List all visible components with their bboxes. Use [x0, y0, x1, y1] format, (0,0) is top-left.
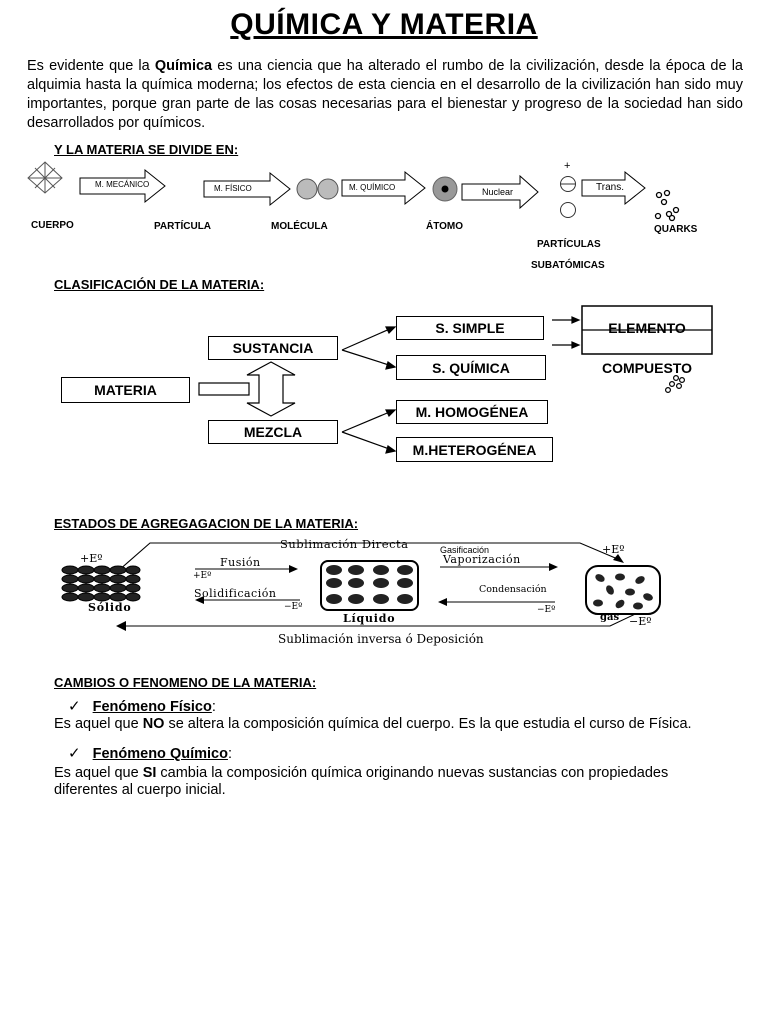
- fisico-title: Fenómeno Físico: [92, 699, 212, 715]
- label-trans: Trans.: [596, 182, 624, 193]
- label-subatomicas: SUBATÓMICAS: [531, 260, 605, 271]
- quimico-bold: SI: [142, 765, 157, 781]
- label-nuclear: Nuclear: [482, 187, 514, 197]
- states-diagram: [61, 542, 661, 631]
- sustancia-box: SUSTANCIA: [208, 336, 338, 360]
- division-heading: Y LA MATERIA SE DIVIDE EN:: [54, 142, 239, 157]
- quimico-item: ✓ Fenómeno Químico:: [68, 745, 232, 763]
- double-arrow-icon: [246, 361, 296, 417]
- label-gas: gas: [600, 612, 620, 623]
- m-heterogenea-box: M.HETEROGÉNEA: [396, 437, 553, 462]
- intro-text-start: Es evidente que la: [27, 58, 155, 74]
- classification-connectors: [198, 305, 713, 454]
- label-mecanico: M. MECÁNICO: [95, 180, 150, 189]
- label-fusion: Fusión: [220, 556, 261, 569]
- states-heading: ESTADOS DE AGREGAGACION DE LA MATERIA:: [54, 516, 359, 531]
- label-molecula: MOLÉCULA: [271, 221, 328, 232]
- label-quimico: M. QUÍMICO: [349, 183, 396, 192]
- arrow-nuclear: [461, 174, 539, 210]
- label-liquido: Líquido: [343, 612, 396, 625]
- checkmark-icon: ✓: [68, 698, 81, 715]
- compuesto-dots-icon: [664, 375, 685, 394]
- label-atomo: ÁTOMO: [426, 221, 464, 232]
- intro-paragraph: Es evidente que la Química es una cienci…: [27, 57, 743, 133]
- label-fisico: M. FÍSICO: [214, 184, 252, 193]
- plus-sign: +: [564, 160, 571, 172]
- condensacion-minus-energy: −Eº: [537, 605, 556, 615]
- molecule-atom-2: [317, 178, 339, 200]
- neutron-icon: [560, 202, 576, 218]
- arrow-mecanico: [79, 168, 166, 204]
- classification-heading: CLASIFICACIÓN DE LA MATERIA:: [54, 277, 265, 292]
- fisico-item: ✓ Fenómeno Físico:: [68, 698, 216, 716]
- quimico-title: Fenómeno Químico: [92, 746, 228, 762]
- label-sublimacion-directa: Sublimación Directa: [280, 537, 409, 551]
- crystal-icon: [27, 161, 63, 194]
- mezcla-box: MEZCLA: [208, 420, 338, 444]
- compuesto-label: COMPUESTO: [602, 360, 692, 376]
- label-particulas: PARTÍCULAS: [537, 239, 601, 250]
- solid-plus-energy: +Eº: [80, 552, 103, 565]
- label-condensacion: Condensación: [479, 584, 547, 595]
- quimico-pre: Es aquel que: [54, 765, 143, 781]
- liquid-container-icon: [320, 560, 419, 611]
- gas-container-icon: [585, 565, 661, 615]
- s-simple-box: S. SIMPLE: [396, 316, 544, 340]
- m-homogenea-box: M. HOMOGÉNEA: [396, 400, 548, 424]
- quimico-post: cambia la composición química originando…: [54, 765, 669, 798]
- fisico-pre: Es aquel que: [54, 716, 143, 732]
- elemento-label: ELEMENTO: [608, 320, 686, 336]
- molecule-atom-1: [296, 178, 318, 200]
- arrow-trans: [581, 170, 646, 206]
- arrow-fisico: [203, 171, 291, 207]
- quimico-description: Es aquel que SI cambia la composición qu…: [54, 765, 694, 799]
- intro-text-end: es una ciencia que ha alterado el rumbo …: [27, 58, 743, 131]
- fisico-bold: NO: [142, 716, 165, 732]
- fisico-colon: :: [211, 699, 216, 715]
- label-quarks: QUARKS: [654, 224, 698, 235]
- label-solido: Sólido: [88, 601, 132, 614]
- label-particula: PARTÍCULA: [154, 221, 212, 232]
- fusion-plus-energy: +Eº: [193, 571, 212, 581]
- label-cuerpo: CUERPO: [31, 220, 74, 231]
- gas-minus-energy: −Eº: [629, 615, 652, 628]
- division-diagram: [27, 161, 680, 222]
- label-sublimacion-inversa: Sublimación inversa ó Deposición: [278, 632, 484, 646]
- materia-box: MATERIA: [61, 377, 190, 403]
- quarks-icon: [654, 189, 680, 222]
- label-solidificacion: Solidificación: [194, 587, 277, 600]
- page-title: QUÍMICA Y MATERIA: [230, 8, 538, 41]
- intro-bold-quimica: Química: [154, 58, 213, 74]
- label-vaporizacion: Vaporización: [443, 553, 521, 566]
- arrow-quimico: [341, 170, 426, 206]
- s-quimica-box: S. QUÍMICA: [396, 355, 546, 380]
- solidificacion-minus-energy: −Eº: [284, 602, 303, 612]
- fisico-post: se altera la composición química del cue…: [164, 716, 692, 732]
- changes-heading: CAMBIOS O FENOMENO DE LA MATERIA:: [54, 675, 317, 690]
- gas-plus-energy: +Eº: [602, 543, 625, 556]
- solid-particles-icon: [61, 565, 141, 602]
- label-gasificacion: Gasificación: [440, 545, 490, 555]
- quimico-colon: :: [227, 746, 232, 762]
- checkmark-icon: ✓: [68, 745, 81, 762]
- fisico-description: Es aquel que NO se altera la composición…: [54, 716, 754, 733]
